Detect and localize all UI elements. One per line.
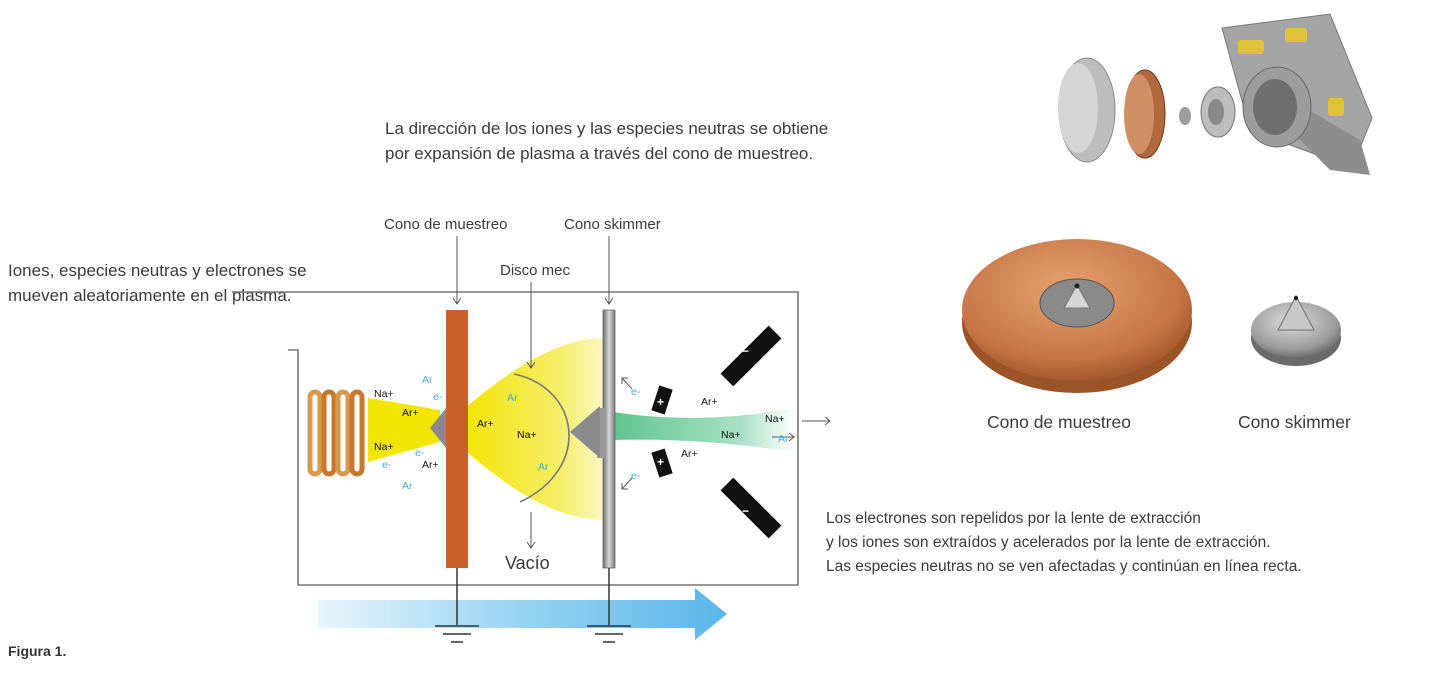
vacuum-flow-arrow	[318, 588, 727, 640]
svg-text:Ar+: Ar+	[701, 396, 718, 408]
svg-text:Ar: Ar	[778, 433, 789, 445]
photo-label-sampling-cone: Cono de muestreo	[987, 412, 1131, 432]
interface-assembly-photo	[1058, 13, 1373, 175]
plasma-species: Na+ Ar e- Ar+ Na+ e- e- Ar+ Ar Ar+ Na+ A…	[374, 344, 789, 518]
label-sampling-cone: Cono de muestreo	[384, 216, 508, 233]
caption-right: Los electrones son repelidos por la lent…	[826, 507, 1302, 579]
shock-front-arc	[513, 373, 570, 503]
extraction-lens-upper	[720, 325, 782, 387]
photo-label-skimmer-cone: Cono skimmer	[1238, 412, 1351, 432]
caption-left: Iones, especies neutras y electrones se …	[8, 258, 307, 308]
svg-text:Ar: Ar	[507, 392, 518, 404]
label-disc: Disco mec	[500, 262, 571, 279]
expansion-region	[458, 338, 605, 520]
skimmer-cone-photo	[1251, 294, 1341, 366]
sampling-cone-tip	[430, 408, 446, 448]
chamber-outline	[288, 291, 799, 586]
svg-text:−: −	[742, 344, 749, 358]
sampling-cone-photo	[962, 239, 1192, 393]
svg-text:Ar+: Ar+	[681, 448, 698, 460]
svg-text:Na+: Na+	[765, 413, 785, 425]
ground-symbol-1	[435, 625, 479, 643]
svg-text:+: +	[657, 455, 664, 469]
plasma-region	[368, 398, 440, 462]
svg-text:Ar: Ar	[422, 374, 433, 386]
svg-text:+: +	[657, 395, 664, 409]
svg-text:e-: e-	[631, 470, 641, 482]
caption-left-line2: mueven aleatoriamente en el plasma.	[8, 286, 292, 305]
svg-text:e-: e-	[433, 391, 443, 403]
pointer-lines	[452, 236, 831, 549]
caption-right-line3: Las especies neutras no se ven afectadas…	[826, 558, 1302, 575]
caption-top: La dirección de los iones y las especies…	[385, 116, 828, 166]
svg-text:Ar+: Ar+	[477, 418, 494, 430]
svg-text:e-: e-	[415, 447, 425, 459]
rf-coil	[307, 389, 365, 477]
caption-left-line1: Iones, especies neutras y electrones se	[8, 261, 307, 280]
label-skimmer-cone: Cono skimmer	[564, 216, 661, 233]
figure-label: Figura 1.	[8, 643, 67, 659]
svg-text:Ar: Ar	[538, 461, 549, 473]
svg-text:Ar: Ar	[402, 480, 413, 492]
extraction-lens-lower	[720, 477, 782, 539]
ground-symbol-2	[587, 625, 631, 643]
caption-top-line1: La dirección de los iones y las especies…	[385, 119, 829, 138]
svg-text:Ar+: Ar+	[402, 407, 419, 419]
svg-text:−: −	[742, 504, 749, 518]
svg-text:Na+: Na+	[374, 388, 394, 400]
sampling-cone-plate	[446, 310, 468, 568]
caption-top-line2: por expansión de plasma a través del con…	[385, 144, 814, 163]
svg-text:Na+: Na+	[517, 429, 537, 441]
svg-text:e-: e-	[382, 459, 392, 471]
caption-right-line1: Los electrones son repelidos por la lent…	[826, 510, 1201, 527]
lens-electrode-upper	[651, 385, 673, 415]
svg-text:Na+: Na+	[721, 429, 741, 441]
skimmer-cone-tip	[570, 406, 600, 458]
ion-beam	[613, 408, 795, 452]
lens-electrode-lower	[651, 448, 673, 478]
svg-text:Na+: Na+	[374, 441, 394, 453]
label-vacuum: Vacío	[505, 553, 550, 573]
caption-right-line2: y los iones son extraídos y acelerados p…	[826, 534, 1271, 551]
svg-text:e-: e-	[631, 386, 641, 398]
svg-text:Ar+: Ar+	[422, 459, 439, 471]
